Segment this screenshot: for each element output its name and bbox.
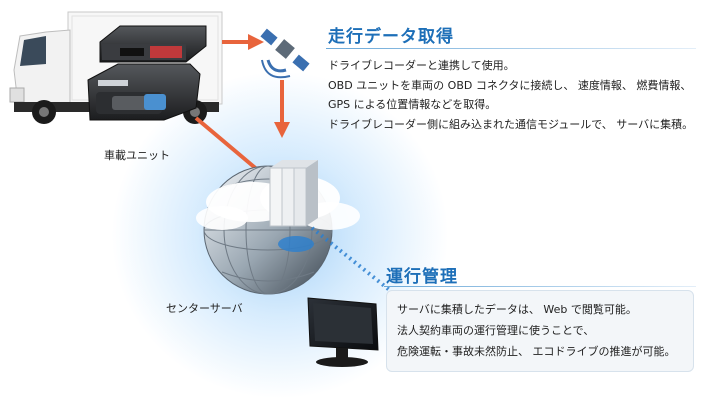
- description-line: ドライブレコーダーと連携して使用。: [328, 59, 515, 72]
- server-icon: [269, 160, 318, 227]
- description-line: ドライブレコーダー側に組み込まれた通信モジュールで、 サーバに集積。: [328, 117, 694, 131]
- network-link-dotted: [310, 226, 394, 294]
- description-line: 法人契約車両の運行管理に使うことで、: [397, 324, 595, 337]
- section-title-data-acquisition: 走行データ取得: [328, 27, 454, 47]
- description-line: GPS による位置情報などを取得。: [328, 98, 497, 111]
- drive-recorder-device-icon: [99, 25, 207, 63]
- description-line: 危険運転・事故未然防止、 エコドライブの推進が可能。: [397, 345, 676, 358]
- satellite-icon: [260, 28, 310, 79]
- section-title-operation-management: 運行管理: [386, 267, 458, 287]
- operation-management-description: サーバに集積したデータは、 Web で閲覧可能。 法人契約車両の運行管理に使うこ…: [386, 290, 694, 372]
- center-server-label: センターサーバ: [166, 302, 243, 315]
- section-divider: [326, 48, 696, 49]
- monitor-icon: [307, 297, 379, 367]
- obd-unit-device-icon: [87, 63, 201, 121]
- description-line: サーバに集積したデータは、 Web で閲覧可能。: [397, 303, 637, 316]
- description-line: OBD ユニットを車両の OBD コネクタに接続し、 速度情報、 燃費情報、: [328, 78, 692, 92]
- data-acquisition-description: ドライブレコーダーと連携して使用。 OBD ユニットを車両の OBD コネクタに…: [328, 56, 693, 134]
- vehicle-unit-label: 車載ユニット: [104, 149, 170, 162]
- section-divider: [384, 286, 696, 287]
